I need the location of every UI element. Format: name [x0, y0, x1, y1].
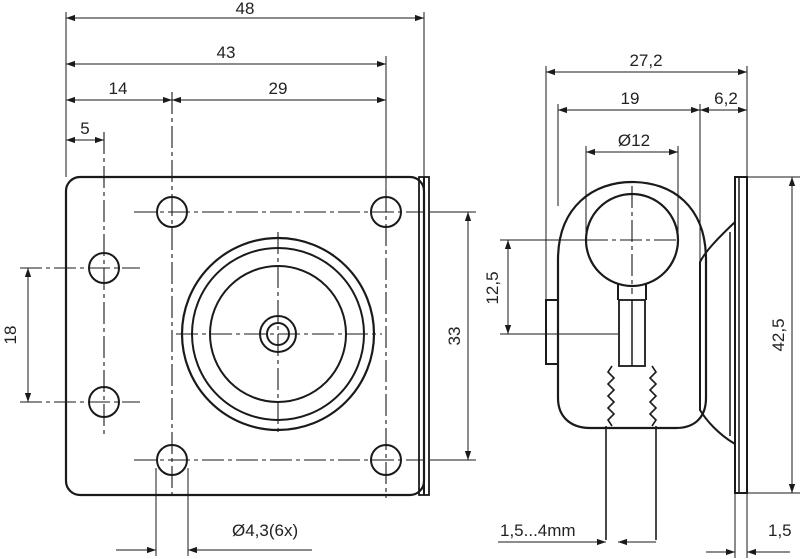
dim-edge-to-side-hole: 5 — [80, 119, 89, 138]
side-view: 27,2 19 6,2 Ø12 12,5 42,5 1,5...4mm 1,5 — [483, 51, 800, 558]
dim-plate-thickness: 1,5 — [768, 521, 792, 540]
dim-side-total-depth: 27,2 — [629, 51, 662, 70]
center-lines — [20, 92, 424, 498]
dim-side-body-depth: 19 — [621, 89, 640, 108]
dim-hole-span-width: 43 — [217, 43, 236, 62]
dim-hole-diameter: Ø4,3(6x) — [232, 521, 298, 540]
dim-flange-height: 42,5 — [769, 318, 788, 351]
dim-flange-depth: 6,2 — [714, 89, 738, 108]
dim-left-hole-offset: 14 — [109, 79, 128, 98]
dim-overall-width: 48 — [236, 0, 255, 18]
dim-side-hole-pitch: 18 — [1, 326, 20, 345]
dim-clamp-height: 12,5 — [483, 271, 502, 304]
side-cone — [699, 221, 736, 445]
side-flange — [734, 176, 748, 494]
dim-hole-pitch-vertical: 33 — [445, 327, 464, 346]
threaded-stud — [605, 365, 658, 540]
front-view: 48 43 14 29 5 18 33 Ø4,3(6x) — [1, 0, 476, 556]
mounting-holes — [88, 196, 402, 476]
dim-hole-pitch: 29 — [269, 79, 288, 98]
side-clamp-body — [556, 180, 708, 430]
dim-clamp-diameter: Ø12 — [618, 131, 650, 150]
dim-clamp-range: 1,5...4mm — [500, 521, 576, 540]
side-tab — [545, 299, 559, 365]
mounting-plate — [64, 175, 426, 497]
